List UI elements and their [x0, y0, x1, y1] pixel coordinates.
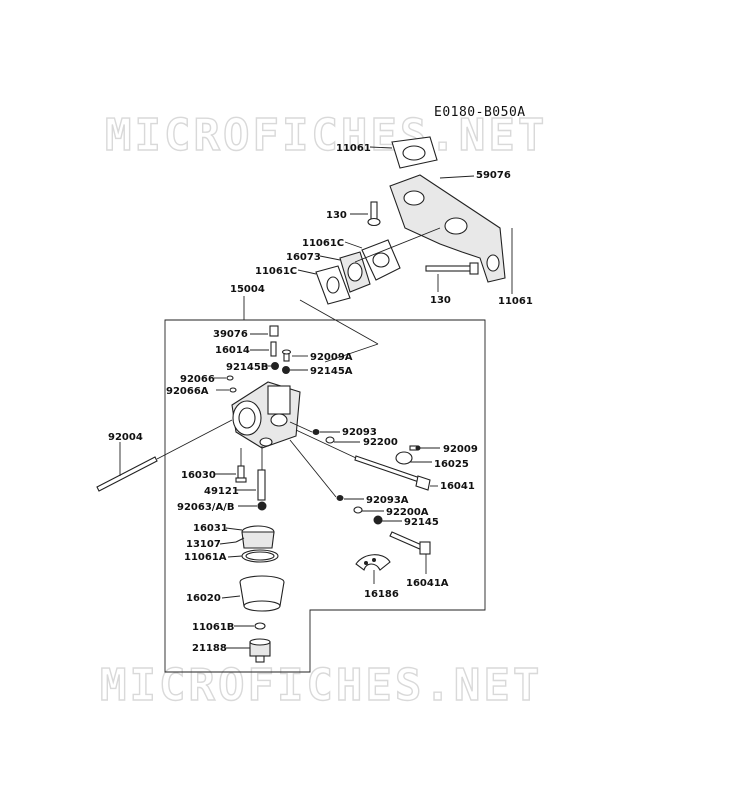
- part-39076: [269, 325, 279, 337]
- label-92200A: 92200A: [386, 507, 429, 518]
- screw-92009: [409, 445, 421, 451]
- assembly-frame: [164, 319, 486, 673]
- label-16030: 16030: [181, 470, 216, 481]
- label-92004: 92004: [108, 432, 143, 443]
- oring-92066: [226, 375, 234, 381]
- watermark-bottom: MICROFICHES.NET: [100, 660, 542, 711]
- label-16020: 16020: [186, 593, 221, 604]
- label-13107: 13107: [186, 539, 221, 550]
- plate-16025: [395, 451, 413, 465]
- label-16031: 16031: [193, 523, 228, 534]
- gasket-11061A: [241, 549, 279, 563]
- label-92145A: 92145A: [310, 366, 353, 377]
- bowl-16020: [239, 575, 285, 612]
- label-16073: 16073: [286, 252, 321, 263]
- label-11061A: 11061A: [184, 552, 227, 563]
- label-16186: 16186: [364, 589, 399, 600]
- gasket-11061-top: [391, 136, 438, 169]
- pin-13107: [235, 537, 245, 543]
- label-92063: 92063/A/B: [177, 502, 234, 513]
- spring-92145: [373, 515, 383, 525]
- label-130-b: 130: [430, 295, 451, 306]
- label-16041A: 16041A: [406, 578, 449, 589]
- label-92145: 92145: [404, 517, 439, 528]
- label-92093A: 92093A: [366, 495, 409, 506]
- oring-92066A: [229, 387, 237, 393]
- label-21188: 21188: [192, 643, 227, 654]
- label-39076: 39076: [213, 329, 248, 340]
- spring-92145B: [271, 362, 279, 370]
- drain-21188: [249, 638, 271, 663]
- label-92009: 92009: [443, 444, 478, 455]
- label-92200: 92200: [363, 437, 398, 448]
- spring-92145A: [282, 366, 290, 374]
- manifold-59076: [389, 174, 506, 283]
- label-92093: 92093: [342, 427, 377, 438]
- oring-92093A: [336, 495, 344, 501]
- shaft-16041A: [389, 531, 431, 555]
- label-92066A: 92066A: [166, 386, 209, 397]
- shaft-16041: [354, 455, 431, 491]
- gasket-11061B: [254, 622, 266, 630]
- label-16014: 16014: [215, 345, 250, 356]
- gasket-92063: [257, 501, 267, 511]
- bolt-130-a: [367, 201, 381, 227]
- label-59076: 59076: [476, 170, 511, 181]
- label-11061-right: 11061: [498, 296, 533, 307]
- screw-92009A: [281, 349, 292, 362]
- plate-16186: [355, 554, 391, 571]
- label-11061-top: 11061: [336, 143, 371, 154]
- pin-49121: [257, 469, 266, 501]
- insulator-16073: [339, 251, 371, 293]
- gasket-11061C-a: [361, 239, 401, 281]
- label-16041: 16041: [440, 481, 475, 492]
- label-11061C-b: 11061C: [255, 266, 297, 277]
- oring-92093: [312, 429, 320, 435]
- label-11061B: 11061B: [192, 622, 234, 633]
- washer-92200: [325, 436, 335, 444]
- carburetor-body: [231, 381, 301, 449]
- washer-92200A: [353, 506, 363, 514]
- screw-16030: [235, 465, 247, 483]
- bolt-130-b: [425, 262, 479, 275]
- label-92009A: 92009A: [310, 352, 353, 363]
- label-130-a: 130: [326, 210, 347, 221]
- label-16025: 16025: [434, 459, 469, 470]
- part-16014: [270, 341, 277, 357]
- watermark-top: MICROFICHES.NET: [105, 110, 547, 161]
- gasket-11061C-b: [315, 265, 351, 305]
- stud-92004: [96, 456, 158, 492]
- float-16031: [241, 525, 275, 549]
- label-11061C-a: 11061C: [302, 238, 344, 249]
- label-92066: 92066: [180, 374, 215, 385]
- diagram-code: E0180-B050A: [434, 105, 526, 120]
- label-15004: 15004: [230, 284, 265, 295]
- label-92145B: 92145B: [226, 362, 268, 373]
- label-49121: 49121: [204, 486, 239, 497]
